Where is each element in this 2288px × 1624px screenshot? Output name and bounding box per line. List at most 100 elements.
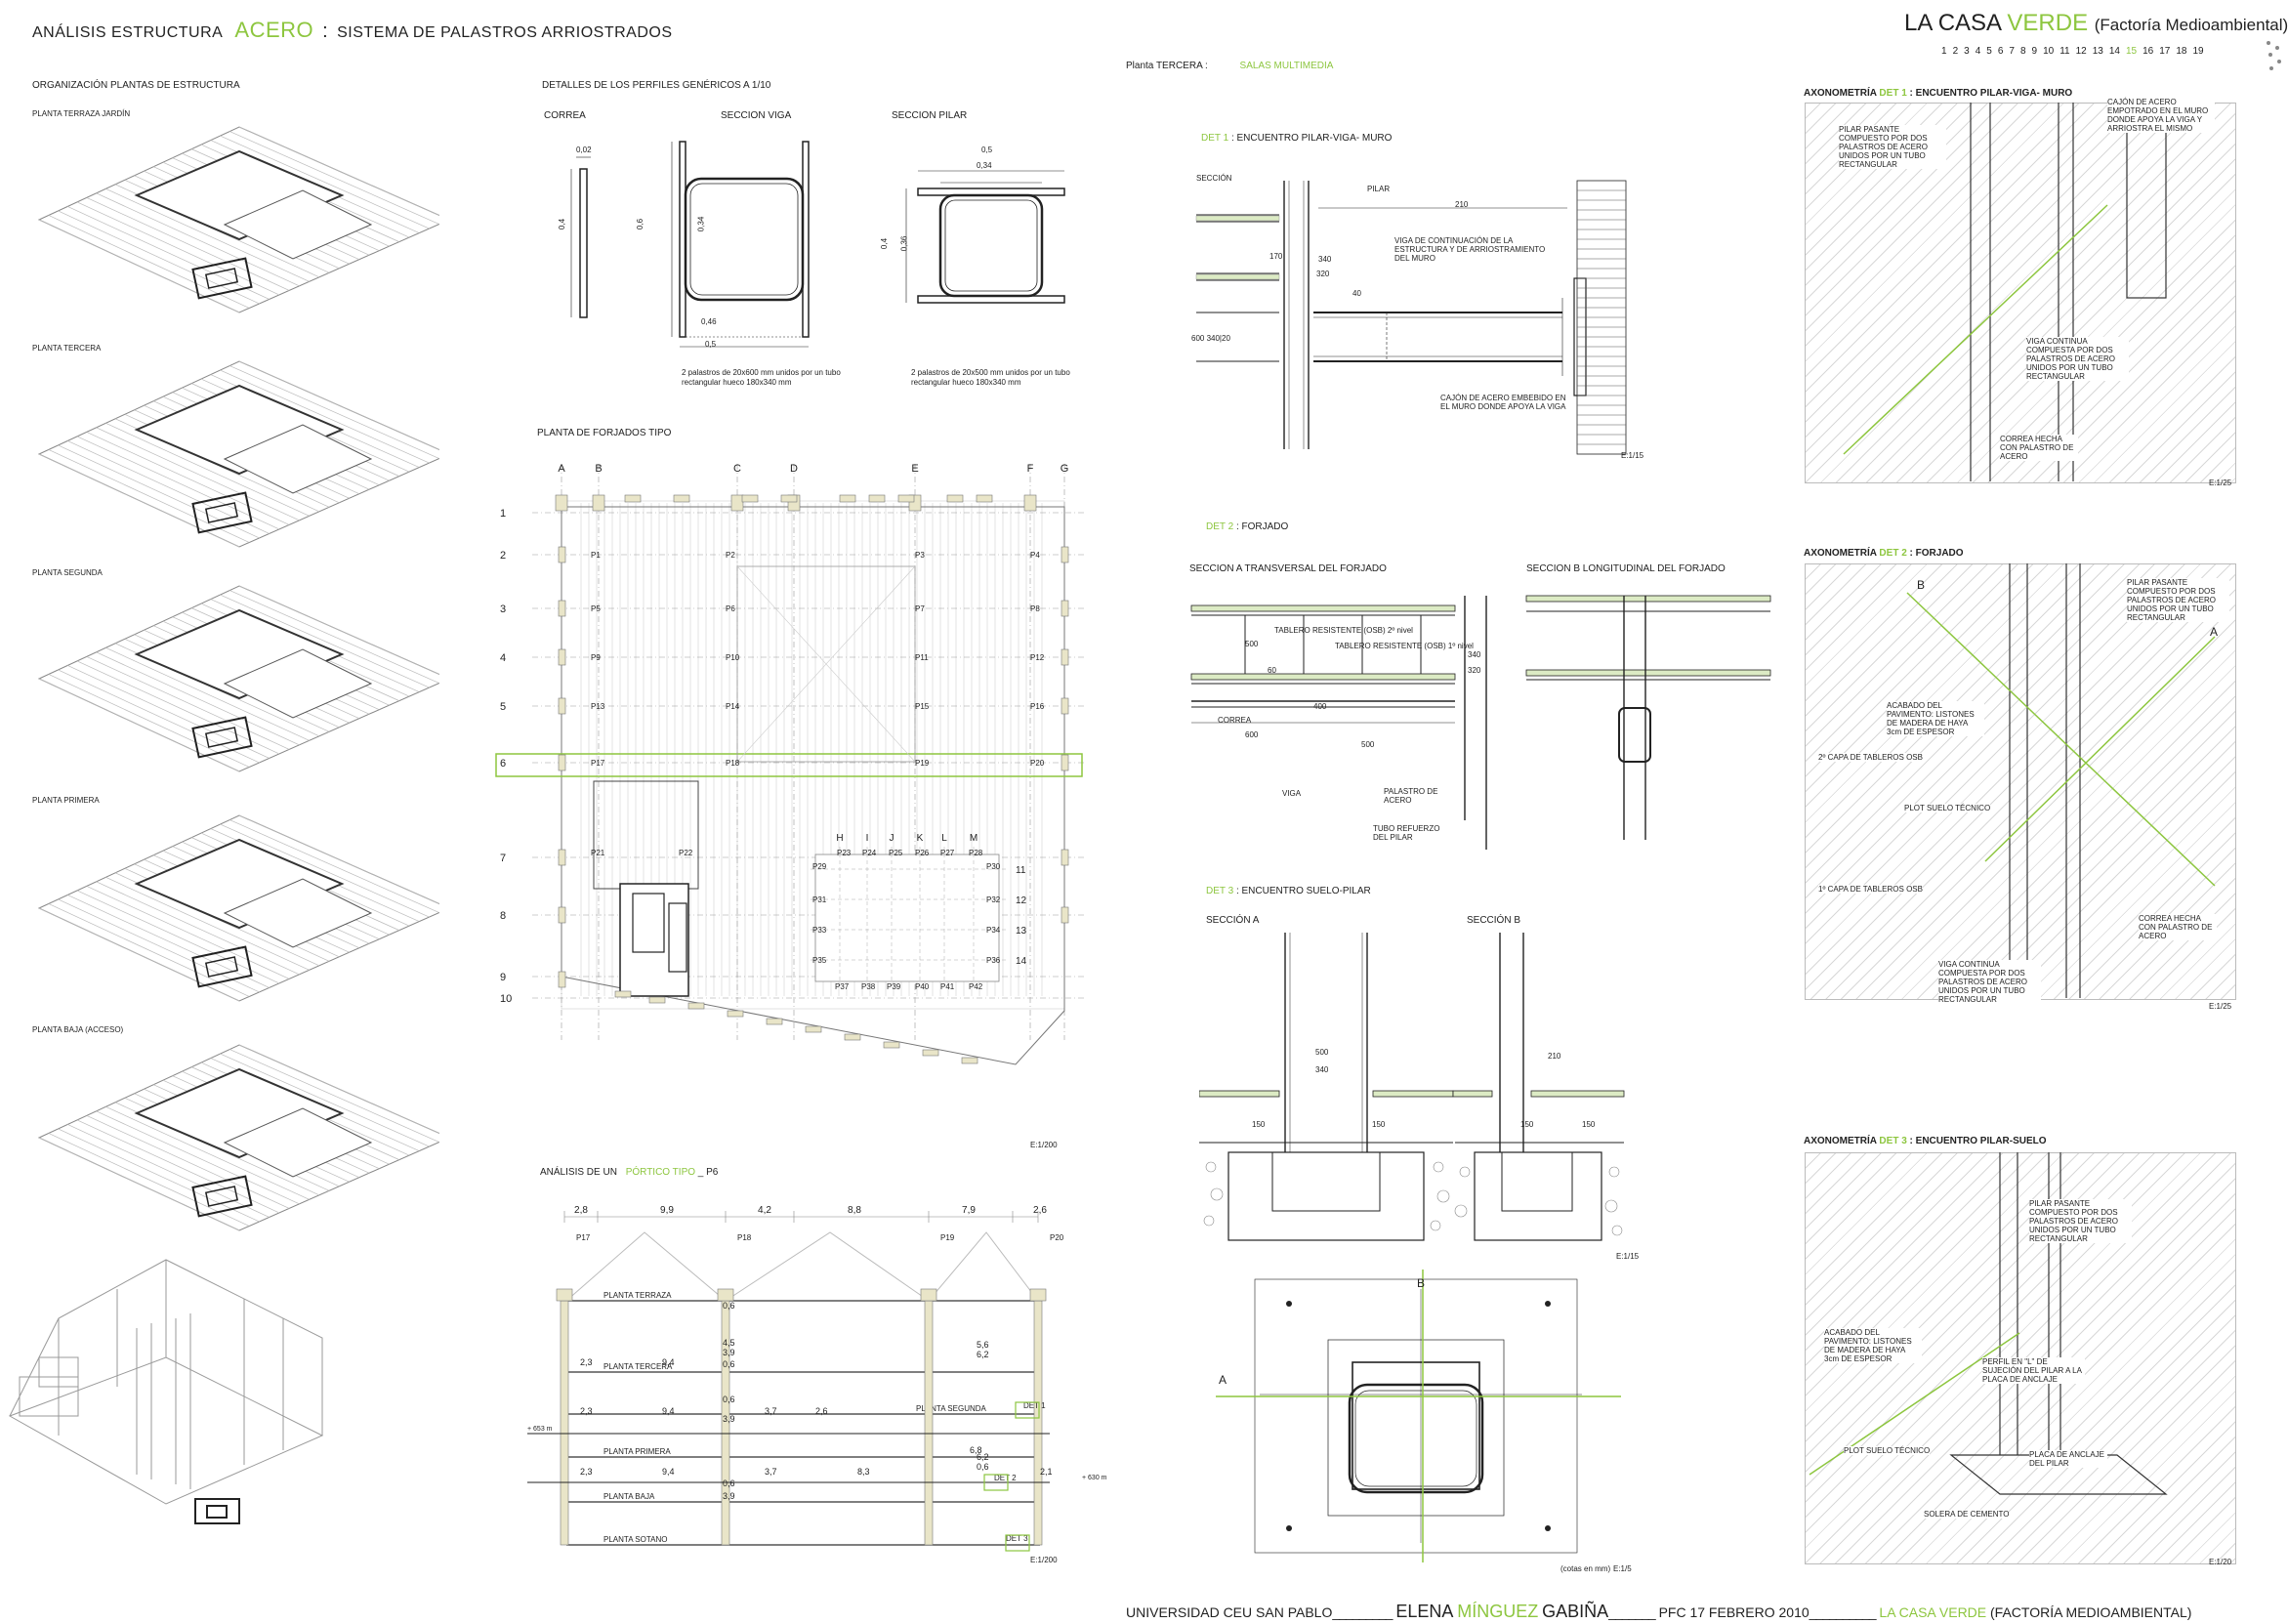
portico-dim-16: 6,2 [977,1350,989,1359]
page-number-4[interactable]: 4 [1975,46,1981,57]
axo3-s4: PLOT SUELO TÉCNICO [1844,1446,1931,1455]
dim-036: 0,36 [899,235,909,252]
portico-level-5: PLANTA SOTANO [603,1535,668,1544]
portico-title-c: _ P6 [697,1167,719,1178]
axo2-m4: 1º CAPA DE TABLEROS OSB [1818,885,1923,894]
portico-span-5: 2,6 [1033,1205,1047,1216]
iso-floor-0 [37,126,439,313]
page-number-5[interactable]: 5 [1986,46,1992,57]
pillar-P24: P24 [862,849,877,857]
portico-level-0: PLANTA TERRAZA [603,1291,672,1300]
page-number-7[interactable]: 7 [2009,46,2015,57]
axo3-s2: ACABADO DEL PAVIMENTO: LISTONES DE MADER… [1824,1328,1922,1363]
plan-subcol-J: J [890,833,894,844]
floor-label: Planta TERCERA : [1126,61,1208,71]
axo1-n4: CORREA HECHA CON PALASTRO DE ACERO [2000,435,2078,461]
portico-dim-9: 8,3 [857,1467,870,1477]
plan-scale: E:1/200 [1030,1141,1058,1149]
det2-d500: 500 [1245,640,1259,648]
page-number-3[interactable]: 3 [1964,46,1970,57]
page-number-17[interactable]: 17 [2159,46,2171,57]
iso-floor-2 [37,585,439,772]
portico-dim-13: 4,5 [723,1338,735,1348]
plan-row-2: 2 [500,550,506,562]
page-number-2[interactable]: 2 [1952,46,1959,57]
det2-title-b: : FORJADO [1235,521,1289,532]
page-number-8[interactable]: 8 [2019,46,2026,57]
pillar-P31: P31 [812,895,827,904]
plan-row-10: 10 [500,993,512,1005]
pillar-P5: P5 [591,604,601,613]
portico-span-1: 9,9 [660,1205,674,1216]
det1-d340: 340 [1318,255,1332,264]
dim-05b: 0,5 [981,146,993,154]
portico-pillar-P19: P19 [940,1233,955,1242]
axo2-overlay [1906,563,2216,998]
dim-05: 0,5 [705,340,717,349]
portico-dim-10: 6,8 [970,1445,982,1455]
page-number-9[interactable]: 9 [2031,46,2038,57]
pillar-P37: P37 [835,982,850,991]
det3-plan-a: A [1219,1373,1227,1387]
floor-label-3: PLANTA PRIMERA [32,796,100,805]
page-number-10[interactable]: 10 [2043,46,2055,57]
page-number-16[interactable]: 16 [2142,46,2154,57]
axo2-title-c: : FORJADO [1909,548,1964,559]
pillar-P18: P18 [726,759,740,768]
det2-d60: 60 [1268,666,1276,675]
axo2-m6: VIGA CONTINUA COMPUESTA POR DOS PALASTRO… [1938,960,2041,1004]
portico-dim-2: 2,3 [580,1406,593,1416]
det2-tablero1: TABLERO RESISTENTE (OSB) 1º nivel [1335,642,1474,650]
axo3-s3: PERFIL EN "L" DE SUJECIÓN DEL PILAR A LA… [1982,1357,2085,1384]
det3-d150d: 150 [1582,1120,1596,1129]
page-number-13[interactable]: 13 [2092,46,2103,57]
det2-d320: 320 [1468,666,1481,675]
portico-dim-3: 9,4 [662,1406,675,1416]
plan-row-4: 4 [500,652,506,664]
pillar-P38: P38 [861,982,876,991]
project-title: LA CASA VERDE (Factoría Medioambiental) [1904,10,2288,37]
page-number-11[interactable]: 11 [2059,46,2070,57]
page-number-19[interactable]: 19 [2192,46,2204,57]
axo1-scale: E:1/25 [2209,479,2232,487]
axo3-title-c: : ENCUENTRO PILAR-SUELO [1909,1136,2047,1146]
axo3-title-b: DET 3 [1879,1136,1907,1146]
det3-cotas: (cotas en mm) [1560,1564,1611,1573]
portico-title-a: ANÁLISIS DE UN [540,1167,617,1178]
project-b: VERDE [2007,10,2089,36]
axo2-m1: ACABADO DEL PAVIMENTO: LISTONES DE MADER… [1887,701,1984,736]
det2-tablero2: TABLERO RESISTENTE (OSB) 2º nivel [1274,626,1413,635]
pillar-P39: P39 [887,982,901,991]
axo2-m7: PILAR PASANTE COMPUESTO POR DOS PALASTRO… [2127,578,2229,622]
page-number-6[interactable]: 6 [1997,46,2004,57]
page-number-18[interactable]: 18 [2176,46,2187,57]
page-number-12[interactable]: 12 [2075,46,2087,57]
det2-title: DET 2 : FORJADO [1206,521,1288,532]
page-number-14[interactable]: 14 [2108,46,2120,57]
header-colon: : [322,21,329,42]
axo2-m2: 2º CAPA DE TABLEROS OSB [1818,753,1923,762]
det1-pilar: PILAR [1367,185,1391,193]
plan-subrow-12: 12 [1016,895,1027,906]
header-subtitle: SISTEMA DE PALASTROS ARRIOSTRADOS [337,24,673,41]
dim-002: 0,02 [576,146,592,154]
det1-seccion: SECCIÓN [1196,174,1232,183]
page-number-1[interactable]: 1 [1941,46,1947,57]
det1-d210: 210 [1455,200,1469,209]
pillar-P2: P2 [726,551,735,560]
det2-palastro: PALASTRO DE ACERO [1384,787,1438,805]
det2-drawing [1190,595,1771,850]
det2-tubo: TUBO REFUERZO DEL PILAR [1373,824,1440,842]
portico-level-1: PLANTA TERCERA [603,1362,673,1371]
plan-col-E: E [911,463,918,475]
pillar-P34: P34 [986,926,1001,935]
pillar-P4: P4 [1030,551,1040,560]
page-number-15[interactable]: 15 [2125,46,2138,57]
plan-col-C: C [733,463,741,475]
axo2-mark-a: A [2210,625,2219,639]
portico-dim-22: 0,6 [723,1478,735,1488]
det3-plan-b: B [1417,1276,1426,1290]
pillar-P1: P1 [591,551,601,560]
pillar-P8: P8 [1030,604,1040,613]
det2-d600: 600 [1245,730,1259,739]
